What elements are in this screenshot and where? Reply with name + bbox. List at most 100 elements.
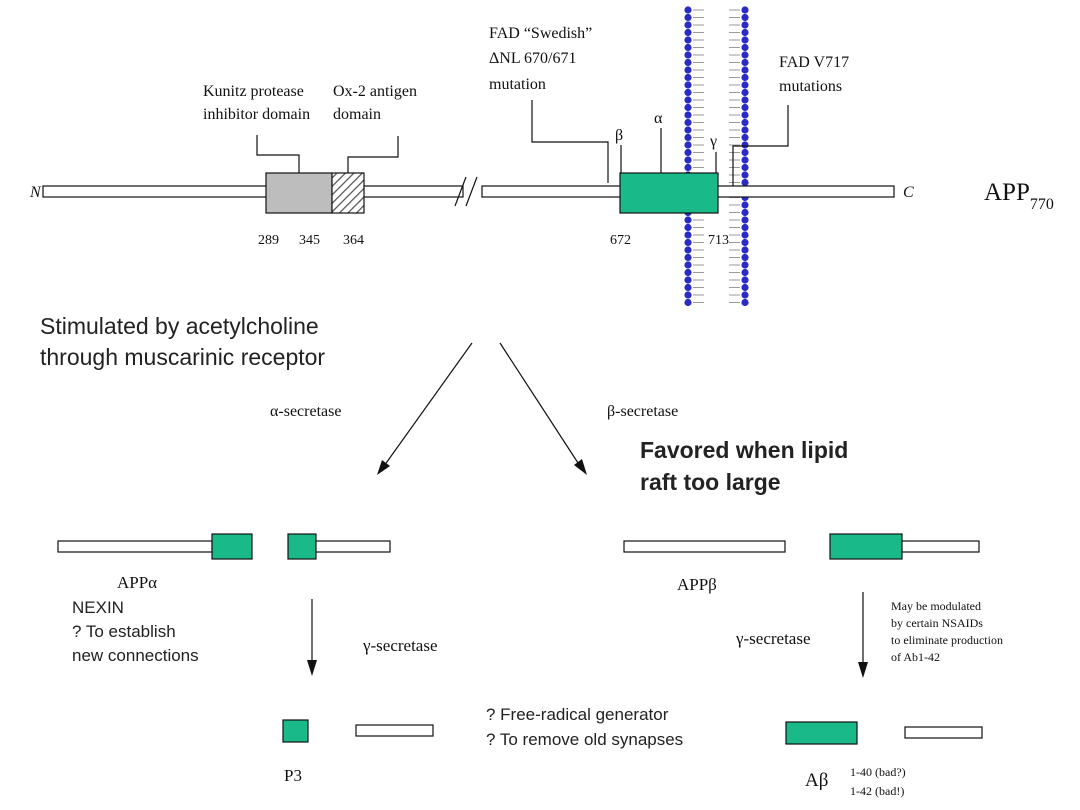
abeta-label: Aβ: [805, 770, 828, 791]
lipid-head: [741, 276, 749, 284]
nexin-line1: NEXIN: [72, 598, 124, 617]
lipid-head: [684, 246, 692, 254]
lipid-head: [684, 148, 692, 157]
gamma-site-label: γ: [709, 133, 717, 150]
lipid-head: [684, 298, 692, 307]
lipid-head: [741, 283, 749, 292]
lipid-head: [741, 171, 749, 179]
alpha-arrowhead: [377, 460, 390, 475]
lipid-head: [684, 118, 692, 127]
lipid-head: [741, 88, 749, 97]
swedish-label-line2: ΔNL 670/671: [489, 50, 576, 67]
lipid-head: [684, 163, 692, 172]
ox2-label-line1: Ox-2 antigen: [333, 83, 417, 100]
lipid-head: [741, 148, 749, 157]
app770-label: APP770: [984, 179, 1054, 213]
app-alpha-fragments: [57, 533, 391, 560]
position-713: 713: [708, 233, 729, 248]
lipid-head: [741, 291, 749, 299]
beta-secretase-label: β-secretase: [607, 403, 678, 420]
break-mark-1: [454, 176, 467, 207]
nsaid-note-line3: to eliminate production: [891, 633, 1003, 647]
app-beta-fragments: [623, 533, 980, 560]
lipid-head: [741, 268, 749, 277]
ox2-leader: [347, 136, 399, 173]
lipid-head: [684, 291, 692, 299]
lipid-head: [741, 96, 749, 104]
lipid-head: [684, 73, 692, 82]
gamma-secretase-right-label: γ-secretase: [735, 629, 811, 648]
free-radical-line1: ? Free-radical generator: [486, 705, 669, 724]
app-alpha-label: APPα: [117, 573, 157, 592]
lipid-head: [684, 268, 692, 277]
nexin-line2: ? To establish: [72, 622, 176, 641]
nsaid-note-line1: May be modulated: [891, 599, 981, 613]
swedish-leader: [531, 100, 609, 183]
lipid-head: [741, 133, 749, 142]
c-terminus-label: C: [903, 184, 914, 201]
lipid-head: [741, 231, 749, 239]
beta-pathway-arrow: [499, 342, 581, 467]
lipid-head: [684, 276, 692, 284]
stimulus-text-line2: through muscarinic receptor: [40, 344, 325, 370]
lipid-head: [741, 298, 749, 307]
lipid-head: [684, 21, 692, 29]
lipid-head: [741, 261, 749, 269]
lipid-head: [741, 216, 749, 224]
lipid-head: [741, 238, 749, 247]
n-terminus-label: N: [29, 184, 42, 201]
lipid-head: [741, 13, 749, 22]
position-672: 672: [610, 233, 631, 248]
lipid-head: [741, 6, 749, 14]
lipid-head: [741, 201, 749, 209]
lipid-head: [684, 253, 692, 262]
lipid-head: [741, 141, 749, 149]
lipid-head: [684, 283, 692, 292]
lipid-head: [741, 66, 749, 74]
lipid-head: [741, 36, 749, 44]
aicd-left-bar: [355, 724, 434, 737]
v717-label-line2: mutations: [779, 78, 842, 95]
abeta-40-label: 1-40 (bad?): [850, 765, 906, 779]
app-full-length: [42, 100, 895, 214]
lipid-head: [684, 231, 692, 239]
lipid-head: [684, 141, 692, 149]
lipid-head: [684, 238, 692, 247]
c83-tail-bar: [315, 540, 391, 553]
lipid-head: [684, 66, 692, 74]
position-364: 364: [343, 233, 364, 248]
favored-text-line2: raft too large: [640, 469, 781, 495]
lipid-head: [684, 58, 692, 67]
ox2-domain-box: [331, 172, 365, 214]
app-alpha-green-block: [211, 533, 253, 560]
lipid-head: [741, 21, 749, 29]
lipid-head: [684, 111, 692, 119]
lipid-head: [741, 81, 749, 89]
lipid-head: [741, 246, 749, 254]
lipid-head: [741, 103, 749, 112]
lipid-head: [741, 51, 749, 59]
lipid-head: [684, 88, 692, 97]
gamma-secretase-left-label: γ-secretase: [362, 636, 438, 655]
free-radical-line2: ? To remove old synapses: [486, 730, 683, 749]
gamma-left-arrowhead: [307, 660, 317, 676]
aicd-right-bar: [904, 726, 983, 739]
lipid-head: [684, 28, 692, 37]
favored-text-line1: Favored when lipid: [640, 437, 848, 463]
stimulus-text-line1: Stimulated by acetylcholine: [40, 313, 319, 339]
alpha-site-label: α: [654, 110, 663, 127]
gamma-right-arrowhead: [858, 662, 868, 678]
lipid-head: [741, 126, 749, 134]
app-alpha-bar: [57, 540, 213, 553]
abeta-region-box: [619, 172, 719, 214]
lipid-head: [741, 111, 749, 119]
lipid-head: [684, 261, 692, 269]
kunitz-leader: [256, 135, 300, 173]
lipid-head: [741, 58, 749, 67]
swedish-label-line1: FAD “Swedish”: [489, 25, 592, 42]
position-289: 289: [258, 233, 279, 248]
lipid-head: [684, 51, 692, 59]
lipid-head: [741, 43, 749, 52]
nsaid-note-line4: of Ab1-42: [891, 650, 940, 664]
